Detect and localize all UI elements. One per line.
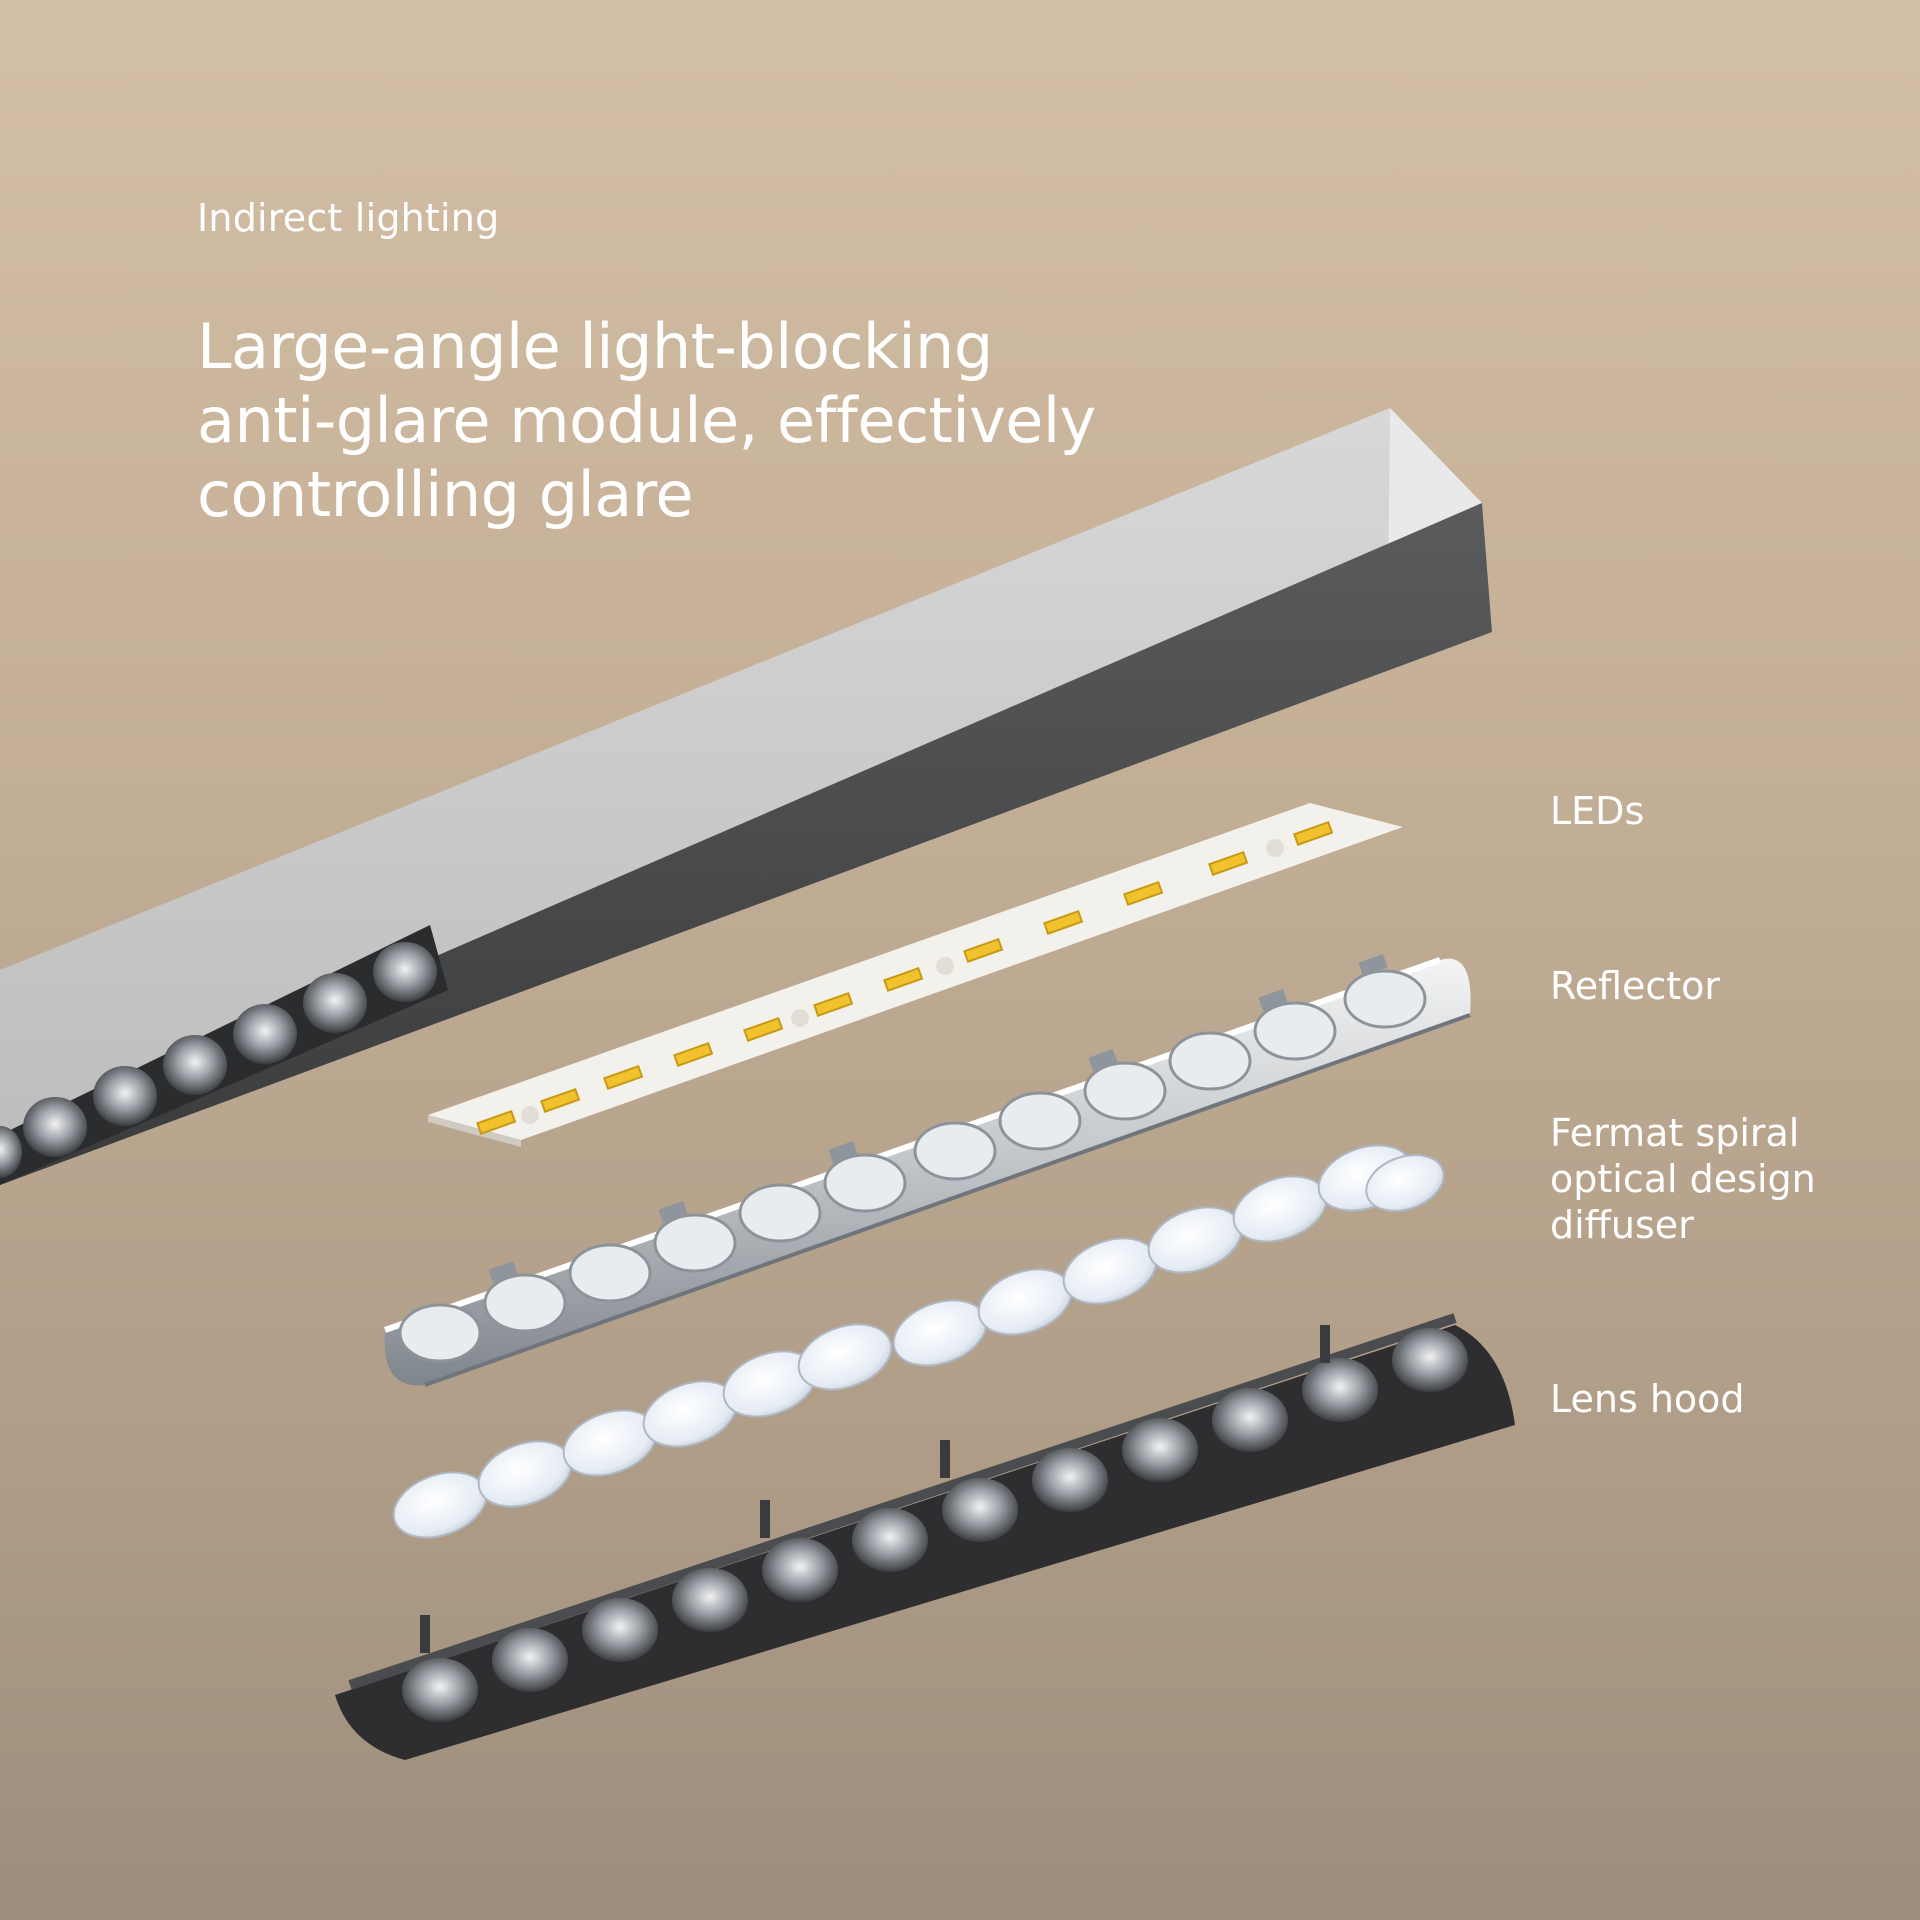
headline-line-1: Large-angle light-blocking — [197, 310, 993, 383]
housing-reflector-cups — [0, 942, 437, 1178]
callout-diffuser-line-3: diffuser — [1550, 1203, 1694, 1247]
headline: Large-angle light-blocking anti-glare mo… — [197, 310, 1197, 532]
headline-line-2: anti-glare module, effectively — [197, 384, 1096, 457]
led-chip — [476, 821, 1334, 1135]
diffuser — [392, 1144, 1445, 1539]
section-eyebrow: Indirect lighting — [197, 196, 500, 240]
callout-diffuser-line-2: optical design — [1550, 1157, 1816, 1201]
callout-diffuser: Fermat spiral optical design diffuser — [1550, 1110, 1816, 1248]
callout-leds: LEDs — [1550, 789, 1645, 833]
luminaire-housing — [0, 408, 1492, 1185]
reflector — [384, 954, 1471, 1387]
led-strip — [428, 803, 1403, 1147]
hood-cup — [402, 1328, 1468, 1722]
lens-hood — [335, 1313, 1515, 1760]
callout-lens-hood: Lens hood — [1550, 1377, 1745, 1421]
callout-reflector: Reflector — [1550, 964, 1721, 1008]
headline-line-3: controlling glare — [197, 458, 694, 531]
callout-diffuser-line-1: Fermat spiral — [1550, 1111, 1800, 1155]
reflector-cup — [398, 969, 1427, 1363]
